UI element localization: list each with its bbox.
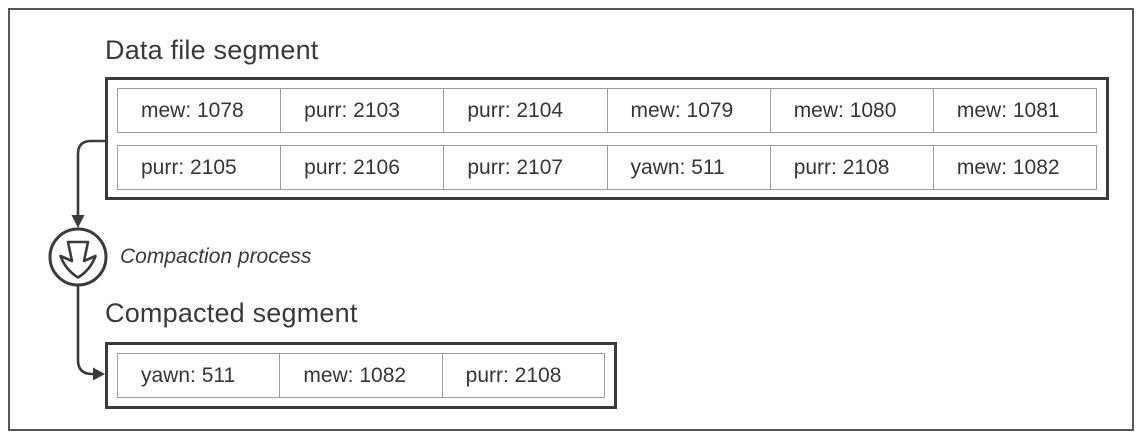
record-cell: purr: 2107 <box>443 145 608 190</box>
connector-line-bottom <box>76 286 94 376</box>
record-cell: mew: 1082 <box>279 353 443 398</box>
arrowhead-down-icon <box>71 215 85 228</box>
data-file-segment-box: mew: 1078 purr: 2103 purr: 2104 mew: 107… <box>105 77 1109 200</box>
record-cell: mew: 1078 <box>117 88 282 133</box>
record-cell: purr: 2108 <box>441 353 605 398</box>
connector-line-top <box>76 139 105 216</box>
compaction-process-label: Compaction process <box>120 245 312 268</box>
figure-frame: Data file segment mew: 1078 purr: 2103 p… <box>8 8 1134 431</box>
segment-row: purr: 2105 purr: 2106 purr: 2107 yawn: 5… <box>117 145 1098 190</box>
compacted-segment-box: yawn: 511 mew: 1082 purr: 2108 <box>105 342 617 409</box>
record-cell: mew: 1081 <box>932 88 1098 133</box>
record-cell: yawn: 511 <box>606 145 771 190</box>
segment-row: yawn: 511 mew: 1082 purr: 2108 <box>117 353 605 398</box>
record-cell: purr: 2103 <box>280 88 445 133</box>
compacted-segment-title: Compacted segment <box>105 298 358 328</box>
record-cell: mew: 1082 <box>932 145 1098 190</box>
segment-row: mew: 1078 purr: 2103 purr: 2104 mew: 107… <box>117 88 1098 133</box>
data-file-segment-title: Data file segment <box>105 35 319 65</box>
record-cell: mew: 1080 <box>769 88 934 133</box>
compress-down-arrow-icon <box>48 227 108 287</box>
record-cell: mew: 1079 <box>606 88 771 133</box>
record-cell: purr: 2104 <box>443 88 608 133</box>
record-cell: purr: 2106 <box>280 145 445 190</box>
record-cell: yawn: 511 <box>117 353 281 398</box>
record-cell: purr: 2108 <box>769 145 934 190</box>
arrowhead-right-icon <box>93 367 105 381</box>
record-cell: purr: 2105 <box>117 145 282 190</box>
